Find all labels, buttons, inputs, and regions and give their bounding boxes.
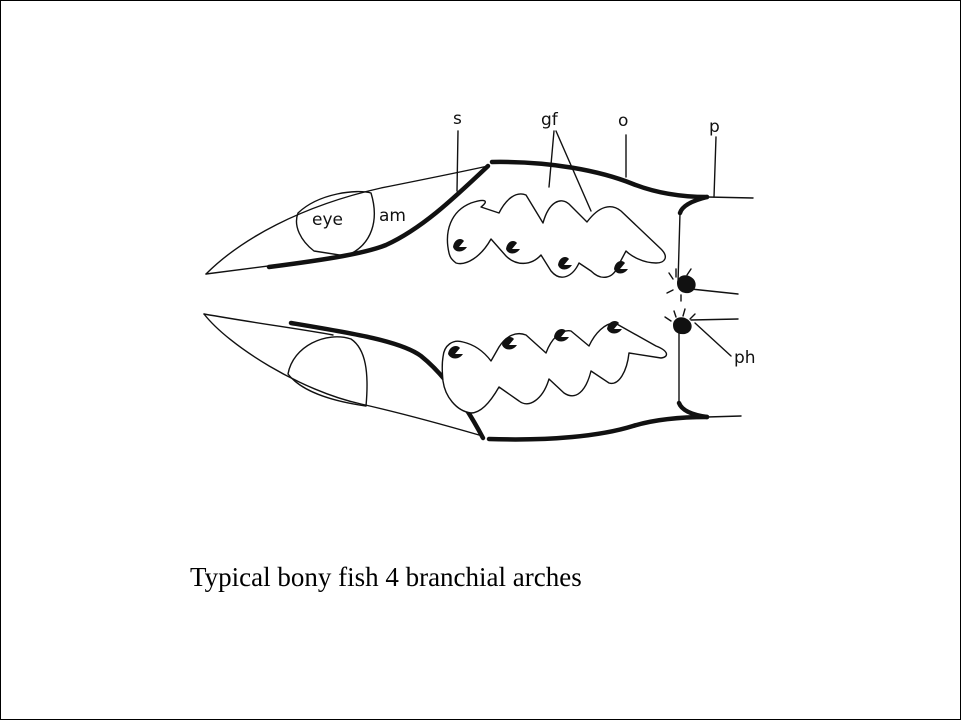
label-gf: gf bbox=[541, 110, 591, 211]
lower-pharynx bbox=[665, 309, 741, 417]
svg-text:ph: ph bbox=[734, 348, 756, 368]
label-o: o bbox=[618, 111, 628, 177]
figure-caption: Typical bony fish 4 branchial arches bbox=[190, 562, 582, 593]
lower-pharyngeal-tooth-pad bbox=[673, 317, 692, 334]
svg-text:o: o bbox=[618, 111, 628, 131]
upper-jaw bbox=[206, 166, 488, 274]
upper-gill-folds bbox=[447, 194, 665, 277]
svg-text:gf: gf bbox=[541, 110, 559, 130]
svg-text:s: s bbox=[453, 109, 462, 129]
label-eye: eye bbox=[312, 210, 343, 230]
label-p: p bbox=[709, 117, 720, 197]
label-am: am bbox=[379, 206, 406, 226]
lower-gill-folds bbox=[442, 321, 666, 413]
upper-pharyngeal-tooth-pad bbox=[677, 275, 696, 293]
lower-eye-outline bbox=[288, 337, 367, 406]
lower-jaw bbox=[204, 314, 483, 438]
label-s: s bbox=[453, 109, 462, 191]
lower-opercle bbox=[489, 417, 707, 439]
upper-pharynx bbox=[667, 197, 738, 301]
label-ph: ph bbox=[695, 323, 756, 368]
svg-text:p: p bbox=[709, 117, 720, 137]
